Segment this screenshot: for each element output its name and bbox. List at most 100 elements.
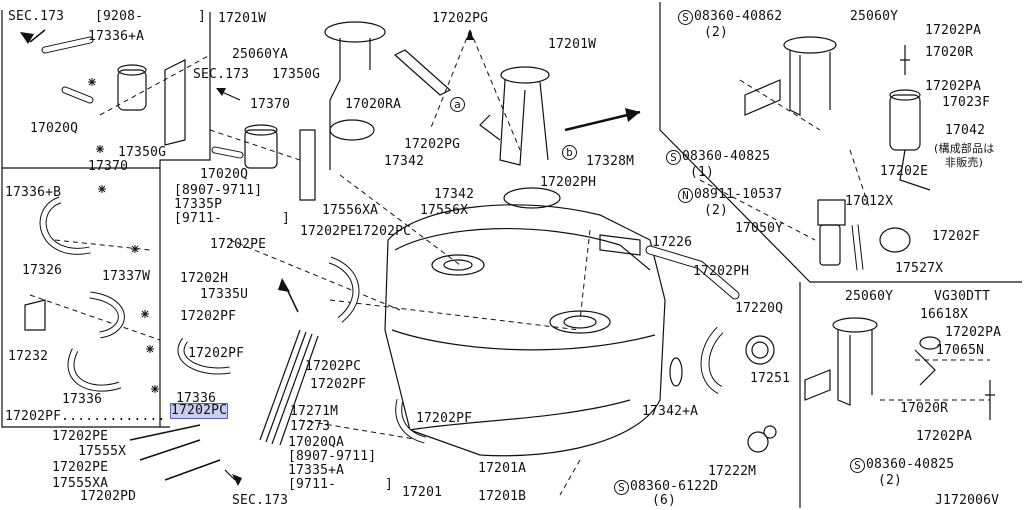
part-label[interactable]: 25060YA [232, 47, 289, 62]
part-label[interactable]: 17555XA [52, 476, 109, 491]
part-label[interactable]: 17023F [942, 95, 991, 110]
part-label[interactable]: 17336 [62, 392, 103, 407]
part-label[interactable]: 17202PF [310, 377, 367, 392]
part-label[interactable]: 17065N [936, 343, 985, 358]
fuel-tank [384, 204, 666, 457]
part-label[interactable]: 17202PA [916, 429, 973, 444]
part-label[interactable]: 17328M [586, 154, 635, 169]
part-label[interactable]: 17202PH [540, 175, 597, 190]
range-label: [8907-9711] [288, 449, 377, 464]
part-label[interactable]: 17020RA [345, 97, 402, 112]
screw-mark: S [614, 480, 629, 495]
part-label[interactable]: 17220Q [735, 301, 784, 316]
screw-mark: S [666, 150, 681, 165]
note-text: (構成部品は [934, 142, 995, 155]
part-label[interactable]: 17202PF [180, 309, 237, 324]
part-label[interactable]: 17527X [895, 261, 944, 276]
part-label[interactable]: 17050Y [735, 221, 784, 236]
part-label[interactable]: 17326 [22, 263, 63, 278]
part-label[interactable]: 17202PG [404, 137, 461, 152]
part-label[interactable]: 17202H [180, 271, 229, 286]
part-label[interactable]: 17201B [478, 489, 527, 504]
range-label: [9711- [288, 477, 337, 492]
qty-label: (2) [878, 473, 903, 488]
part-label[interactable]: 17251 [750, 371, 791, 386]
part-label[interactable]: 17020Q [30, 121, 79, 136]
nut-mark: N [678, 188, 693, 203]
part-label[interactable]: 17342 [384, 154, 425, 169]
part-label[interactable]: 17222M [708, 464, 757, 479]
part-label[interactable]: 17020QA [288, 435, 345, 450]
part-label[interactable]: 17201W [218, 11, 267, 26]
part-label[interactable]: 17336+A [88, 29, 145, 44]
part-label[interactable]: 17202PF [188, 346, 245, 361]
part-label[interactable]: 17273 [290, 419, 331, 434]
part-label[interactable]: 17556X [420, 203, 469, 218]
part-label[interactable]: 17342 [434, 187, 475, 202]
part-label[interactable]: 17202PD [80, 489, 137, 504]
part-label[interactable]: 17336+B [5, 185, 62, 200]
part-label[interactable]: 17336 [176, 391, 217, 406]
part-label[interactable]: 17202PE [210, 237, 267, 252]
part-label[interactable]: 17335U [200, 287, 249, 302]
part-label[interactable]: 17020R [925, 45, 974, 60]
part-label[interactable]: 17335+A [288, 463, 345, 478]
variant-label: VG30DTT [934, 289, 991, 304]
range-close: ] [198, 9, 207, 24]
part-label[interactable]: 17202PE [52, 460, 109, 475]
note-text: 非販売) [945, 156, 984, 169]
part-label[interactable]: 17020Q [200, 167, 249, 182]
part-label[interactable]: 17202PC [355, 224, 412, 239]
part-label-selected[interactable]: 17202PC [169, 403, 229, 419]
part-label[interactable]: 17555X [78, 444, 127, 459]
range-close: ] [282, 211, 291, 226]
part-label[interactable]: 17202PA [945, 325, 1002, 340]
part-label[interactable]: 17232 [8, 349, 49, 364]
part-label[interactable]: 17202PE [300, 224, 357, 239]
part-label[interactable]: 17202PE [52, 429, 109, 444]
part-label[interactable]: 17202F [932, 229, 981, 244]
part-label[interactable]: 17335P [174, 197, 223, 212]
part-label[interactable]: 17202PC [305, 359, 362, 374]
part-label[interactable]: 17370 [250, 97, 291, 112]
part-label[interactable]: 17350G [272, 67, 321, 82]
part-label[interactable]: 17202PH [693, 264, 750, 279]
part-label[interactable]: 17202PG [432, 11, 489, 26]
part-label[interactable]: 17202E [880, 164, 929, 179]
part-label[interactable]: 17202PA [925, 23, 982, 38]
part-label[interactable]: 17342+A [642, 404, 699, 419]
part-label[interactable]: 17202PF [416, 411, 473, 426]
part-label[interactable]: 25060Y [845, 289, 894, 304]
left-inner-frame [159, 12, 211, 427]
diagram-id: J172006V [935, 493, 1000, 508]
part-label[interactable]: 17020R [900, 401, 949, 416]
part-label[interactable]: 17337W [102, 269, 151, 284]
part-label[interactable]: 17201A [478, 461, 527, 476]
part-label[interactable]: 17012X [845, 194, 894, 209]
part-label[interactable]: 25060Y [850, 9, 899, 24]
part-label[interactable]: 17202PA [925, 79, 982, 94]
screw-mark: S [850, 458, 865, 473]
part-label[interactable]: 17370 [88, 159, 129, 174]
part-label[interactable]: 17202PF............. [5, 409, 166, 424]
part-label[interactable]: 17042 [945, 123, 986, 138]
part-label[interactable]: 17350G [118, 145, 167, 160]
part-label[interactable]: 17226 [652, 235, 693, 250]
sec-ref-label[interactable]: SEC.173 [193, 67, 250, 82]
part-label[interactable]: 17556XA [322, 203, 379, 218]
part-label[interactable]: 17271M [290, 404, 339, 419]
qty-label: (6) [652, 493, 677, 508]
sec-ref-label[interactable]: SEC.173 [232, 493, 289, 508]
part-label[interactable]: 17201 [402, 485, 443, 500]
part-label[interactable]: 17201W [548, 37, 597, 52]
callout-b: b [562, 145, 577, 160]
part-label[interactable]: 16618X [920, 307, 969, 322]
right-panel-frame [659, 2, 1022, 283]
